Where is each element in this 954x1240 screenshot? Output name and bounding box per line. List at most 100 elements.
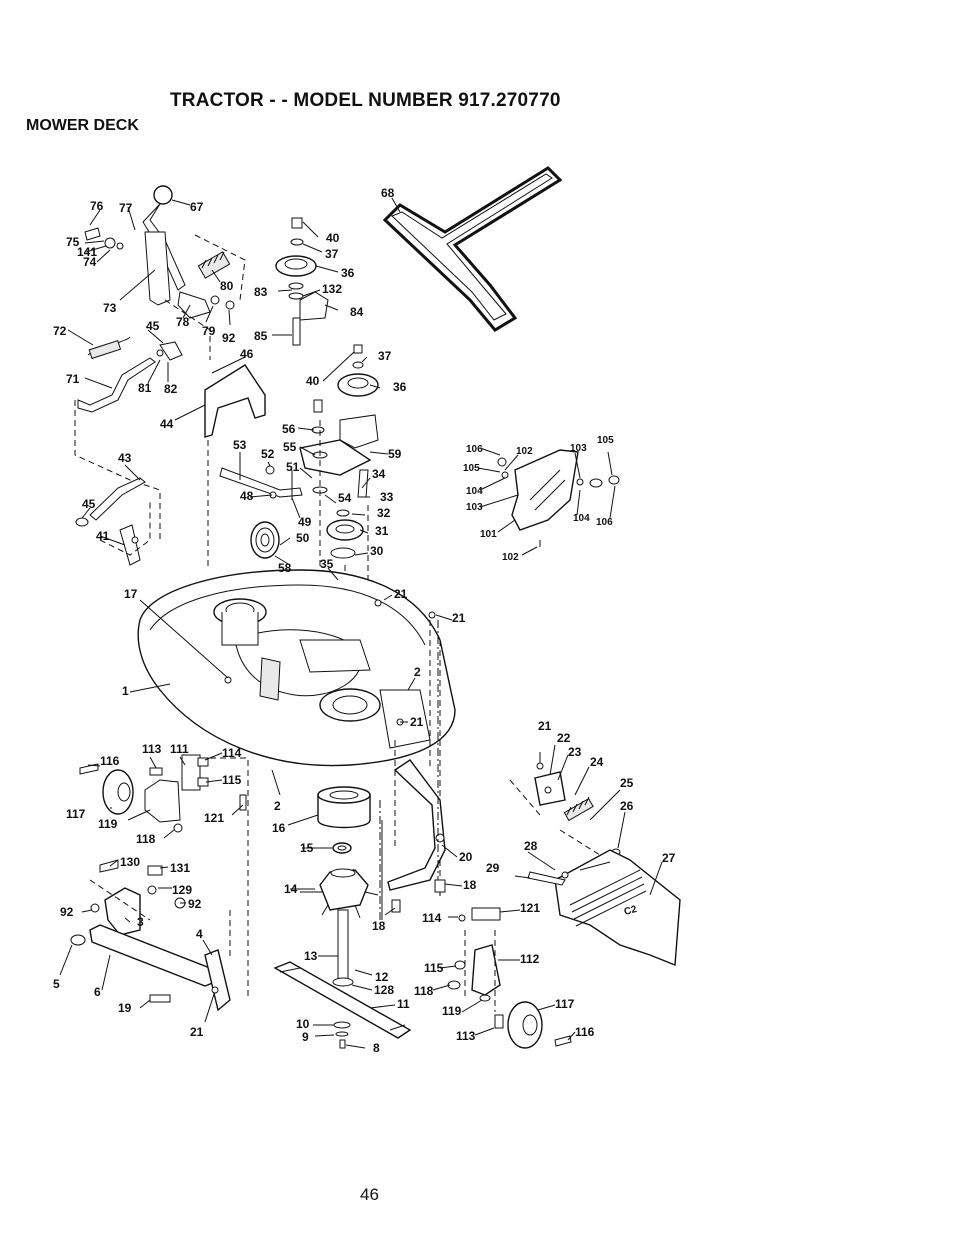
callout: 2 bbox=[274, 799, 281, 813]
callout: 21 bbox=[190, 1025, 204, 1039]
callout: 21 bbox=[452, 611, 466, 625]
callout: 26 bbox=[620, 799, 634, 813]
discharge-chute-bracket bbox=[509, 762, 621, 856]
callout: 72 bbox=[53, 324, 67, 338]
svg-text:C2: C2 bbox=[623, 904, 639, 918]
callout: 81 bbox=[138, 381, 152, 395]
callout: 102 bbox=[502, 552, 519, 563]
callout: 121 bbox=[520, 901, 540, 915]
discharge-chute: C2 bbox=[527, 849, 681, 967]
blade-spindle-assembly bbox=[273, 786, 412, 1049]
callout: 104 bbox=[466, 486, 483, 497]
callout: 2 bbox=[414, 665, 421, 679]
callout: 55 bbox=[283, 440, 297, 454]
callout: 113 bbox=[142, 742, 162, 756]
callout: 34 bbox=[372, 467, 386, 481]
callout: 77 bbox=[119, 201, 133, 215]
deflector-shield bbox=[497, 449, 620, 547]
callout: 8 bbox=[373, 1041, 380, 1055]
callout: 52 bbox=[261, 447, 275, 461]
callout: 79 bbox=[202, 324, 216, 338]
callout: 116 bbox=[100, 754, 120, 768]
callout: 113 bbox=[456, 1029, 476, 1043]
lift-lever-assembly bbox=[74, 185, 266, 570]
idler-pulley-stack bbox=[275, 217, 329, 346]
callout: 59 bbox=[388, 447, 402, 461]
callout: 104 bbox=[573, 513, 590, 524]
callout: 67 bbox=[190, 200, 204, 214]
callout: 4 bbox=[196, 927, 203, 941]
callout: 18 bbox=[372, 919, 386, 933]
callout: 43 bbox=[118, 451, 132, 465]
callout: 78 bbox=[176, 315, 190, 329]
callout: 116 bbox=[575, 1025, 595, 1039]
callout: 128 bbox=[374, 983, 394, 997]
callout: 16 bbox=[272, 821, 286, 835]
callout: 80 bbox=[220, 279, 234, 293]
callout: 74 bbox=[83, 255, 97, 269]
callout: 31 bbox=[375, 524, 389, 538]
callout: 45 bbox=[146, 319, 160, 333]
section-title: MOWER DECK bbox=[26, 117, 139, 134]
callout: 10 bbox=[296, 1017, 310, 1031]
callout: 50 bbox=[296, 531, 310, 545]
callout: 49 bbox=[298, 515, 312, 529]
mower-deck-housing bbox=[137, 569, 456, 900]
callout: 48 bbox=[240, 489, 254, 503]
callout: 11 bbox=[397, 997, 410, 1011]
callout: 13 bbox=[304, 949, 318, 963]
callout: 103 bbox=[466, 502, 483, 513]
callout: 12 bbox=[375, 970, 389, 984]
callout: 32 bbox=[377, 506, 391, 520]
leader-lines bbox=[59, 50, 663, 1049]
callout: 71 bbox=[66, 372, 80, 386]
callout: 30 bbox=[370, 544, 384, 558]
callout: 129 bbox=[172, 883, 192, 897]
callout: 41 bbox=[96, 529, 110, 543]
callout: 117 bbox=[66, 807, 86, 821]
callout: 37 bbox=[378, 349, 392, 363]
callout: 3 bbox=[137, 915, 144, 929]
callout: 21 bbox=[538, 719, 552, 733]
callout: 35 bbox=[320, 557, 334, 571]
callout: 37 bbox=[325, 247, 339, 261]
callout: 114 bbox=[222, 746, 242, 760]
callout: 141 bbox=[77, 245, 97, 259]
callout: 22 bbox=[557, 731, 571, 745]
callout: 21 bbox=[394, 587, 408, 601]
callout: 5 bbox=[53, 977, 60, 991]
callout: 18 bbox=[463, 878, 477, 892]
callout-numbers: 76 77 67 75 141 74 80 73 78 79 92 72 45 … bbox=[53, 186, 676, 1055]
callout: 115 bbox=[424, 961, 444, 975]
callout: 119 bbox=[98, 817, 118, 831]
callout: 130 bbox=[120, 855, 140, 869]
callout: 111 bbox=[170, 742, 189, 756]
callout: 9 bbox=[302, 1030, 309, 1044]
callout: 105 bbox=[597, 435, 614, 446]
callout: 121 bbox=[204, 811, 224, 825]
callout: 106 bbox=[466, 444, 483, 455]
callout: 19 bbox=[118, 1001, 132, 1015]
right-gauge-wheel bbox=[447, 907, 572, 1049]
callout: 36 bbox=[341, 266, 355, 280]
callout: 25 bbox=[620, 776, 634, 790]
drive-belt bbox=[382, 166, 563, 332]
callout: 106 bbox=[596, 517, 613, 528]
callout: 76 bbox=[90, 199, 104, 213]
callout: 51 bbox=[286, 460, 300, 474]
callout: 46 bbox=[240, 347, 254, 361]
callout: 83 bbox=[254, 285, 268, 299]
callout: 20 bbox=[459, 850, 473, 864]
callout: 115 bbox=[222, 773, 242, 787]
callout: 53 bbox=[233, 438, 247, 452]
callout: 84 bbox=[350, 305, 364, 319]
callout: 54 bbox=[338, 491, 352, 505]
callout: 101 bbox=[480, 529, 497, 540]
callout: 36 bbox=[393, 380, 407, 394]
callout: 103 bbox=[570, 443, 587, 454]
callout: 92 bbox=[188, 897, 202, 911]
deck-lift-rods bbox=[75, 477, 151, 566]
callout: 40 bbox=[326, 231, 340, 245]
callout: 85 bbox=[254, 329, 268, 343]
